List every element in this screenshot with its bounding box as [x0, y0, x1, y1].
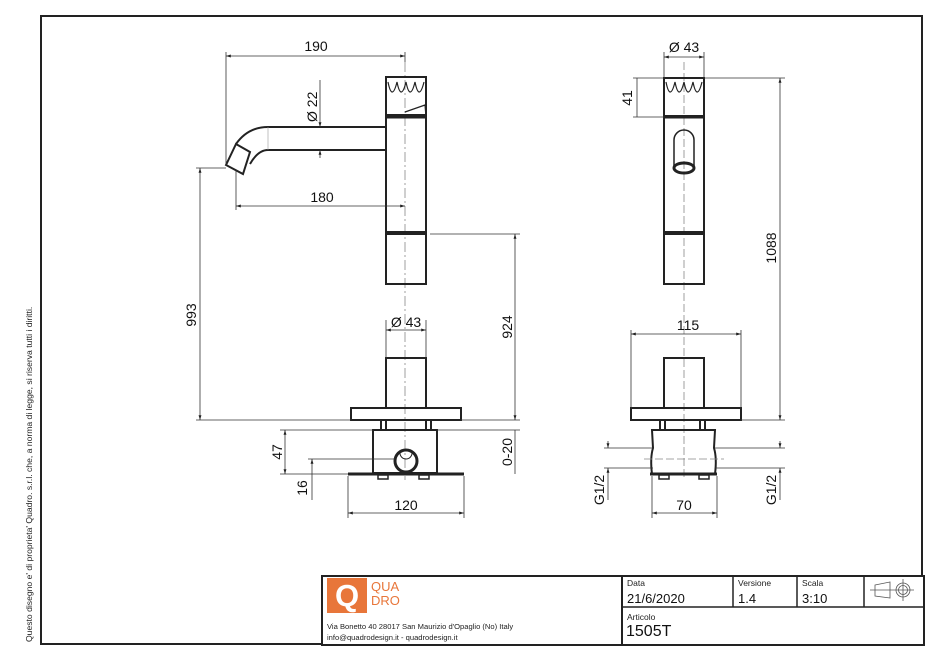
logo-text-line2: DRO [371, 593, 400, 608]
dim-inlet-height: 16 [294, 480, 310, 496]
side-view [224, 62, 464, 480]
date-value: 21/6/2020 [627, 591, 685, 606]
title-block-frame [321, 575, 925, 646]
dim-flange-width: 115 [677, 317, 700, 333]
company-address: Via Bonetto 40 28017 San Maurizio d'Opag… [327, 622, 514, 631]
dim-box-height: 47 [269, 444, 285, 460]
front-view-dim-text: Ø 43 41 1088 115 70 G1/2 G1/2 [591, 39, 779, 513]
first-angle-projection-icon [870, 579, 914, 601]
logo-text-line1: QUA [371, 579, 400, 594]
dim-box-width: 70 [676, 497, 692, 513]
logo-wordmark: QUA DRO [371, 580, 400, 608]
company-logo: Q [327, 578, 367, 613]
scale-label: Scala [802, 578, 824, 588]
scale-value: 3:10 [802, 591, 828, 606]
version-label: Versione [738, 578, 772, 588]
dim-overall-reach: 190 [304, 38, 328, 54]
dim-spout-reach: 180 [310, 189, 334, 205]
side-view-dim-text: 190 Ø 22 180 993 924 0-20 Ø 43 47 16 120 [183, 38, 515, 513]
dim-body-height: 924 [499, 315, 515, 339]
side-view-dimensions [196, 52, 520, 518]
dim-handle-height: 41 [619, 90, 635, 106]
dim-top-diameter: Ø 43 [669, 39, 700, 55]
dim-body-adjust: 0-20 [499, 438, 515, 466]
article-label: Articolo [627, 612, 656, 622]
date-label: Data [627, 578, 645, 588]
front-view [630, 62, 742, 480]
article-value: 1505T [626, 623, 672, 640]
logo-letter: Q [334, 578, 360, 613]
dim-spout-diameter: Ø 22 [304, 91, 320, 122]
dim-base-width: 120 [394, 497, 418, 513]
version-value: 1.4 [738, 591, 757, 606]
company-contacts: info@quadrodesign.it - quadrodesign.it [327, 633, 458, 642]
dim-inlet-left: G1/2 [591, 475, 607, 506]
front-view-dimensions [604, 52, 785, 518]
dim-inlet-right: G1/2 [763, 475, 779, 506]
dim-spout-height: 993 [183, 303, 199, 327]
dim-body-diameter: Ø 43 [391, 314, 422, 330]
dim-total-height: 1088 [763, 232, 779, 263]
